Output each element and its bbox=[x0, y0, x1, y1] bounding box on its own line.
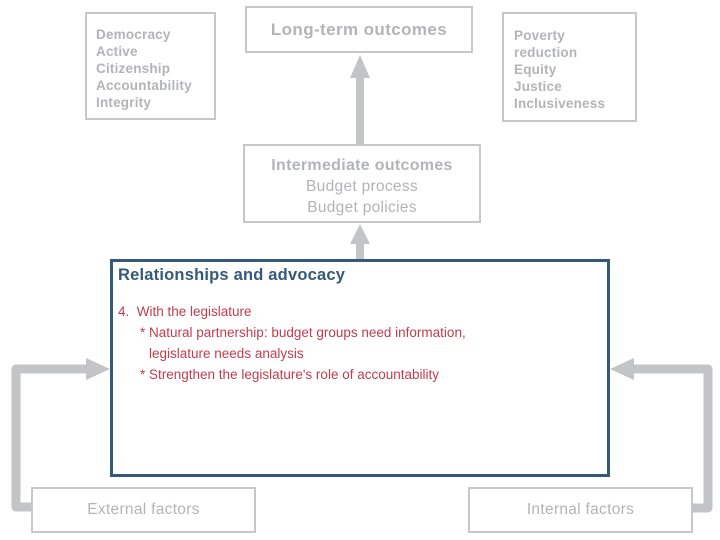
democracy-line: Accountability bbox=[96, 78, 192, 93]
democracy-line: Democracy bbox=[96, 27, 171, 42]
box-long-term-outcomes: Long-term outcomes bbox=[245, 6, 473, 53]
intermediate-line: Budget process bbox=[306, 178, 418, 195]
box-poverty-goals: Poverty reduction Equity Justice Inclusi… bbox=[502, 12, 637, 122]
democracy-line: Integrity bbox=[96, 95, 152, 110]
box-democracy-values: Democracy Active Citizenship Accountabil… bbox=[85, 12, 216, 120]
democracy-line: Active bbox=[96, 44, 138, 59]
arrow-intermediate-to-longterm-icon bbox=[350, 55, 370, 144]
poverty-line: Poverty bbox=[514, 28, 565, 43]
democracy-line: Citizenship bbox=[96, 61, 171, 76]
intermediate-outcomes-title: Intermediate outcomes bbox=[271, 157, 453, 174]
arrow-internal-to-relationships-icon bbox=[610, 358, 713, 513]
long-term-outcomes-label: Long-term outcomes bbox=[270, 19, 448, 39]
internal-factors-label: Internal factors bbox=[526, 501, 635, 518]
poverty-line: Inclusiveness bbox=[514, 96, 606, 111]
arrow-external-to-relationships-icon bbox=[11, 358, 110, 512]
relationships-body: 4. With the legislature * Natural partne… bbox=[113, 301, 607, 385]
box-intermediate-outcomes: Intermediate outcomes Budget process Bud… bbox=[243, 144, 481, 223]
poverty-line: reduction bbox=[514, 45, 578, 60]
box-external-factors: External factors bbox=[31, 487, 256, 533]
relationships-line: * Strengthen the legislature's role of a… bbox=[140, 367, 440, 382]
box-internal-factors: Internal factors bbox=[468, 487, 693, 533]
arrow-relationships-to-intermediate-icon bbox=[350, 224, 370, 259]
relationships-title: Relationships and advocacy bbox=[118, 266, 346, 284]
intermediate-line: Budget policies bbox=[307, 199, 417, 216]
box-relationships-and-advocacy: Relationships and advocacy 4. With the l… bbox=[110, 259, 610, 477]
relationships-line: legislature needs analysis bbox=[149, 346, 304, 361]
external-factors-label: External factors bbox=[87, 501, 200, 518]
poverty-line: Justice bbox=[514, 79, 562, 94]
poverty-line: Equity bbox=[514, 62, 557, 77]
relationships-line: * Natural partnership: budget groups nee… bbox=[140, 325, 466, 340]
relationships-line: 4. With the legislature bbox=[118, 304, 252, 319]
